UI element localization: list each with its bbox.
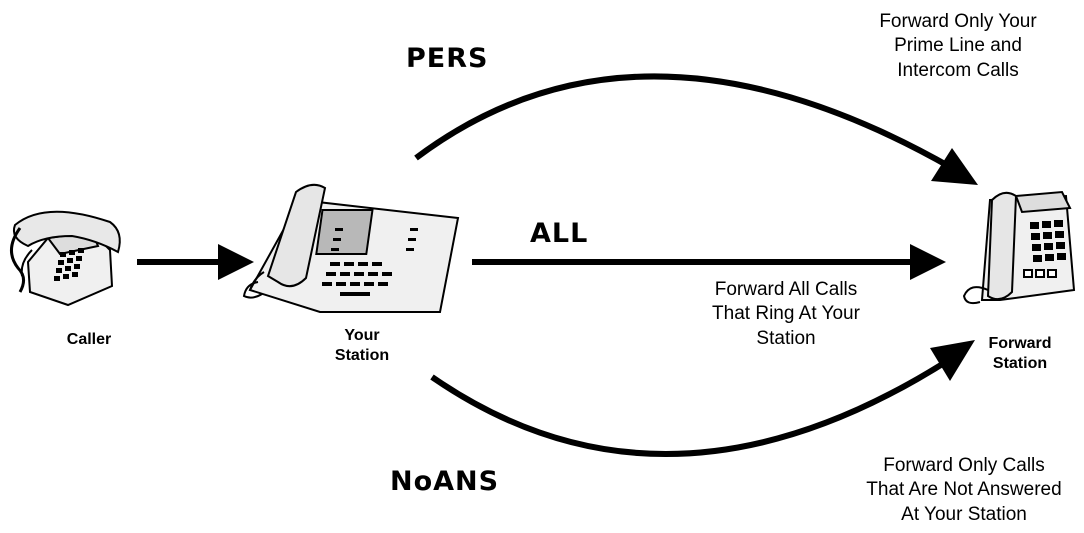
- your-station-line-1: Your: [344, 327, 380, 344]
- your-station-label: Your Station: [312, 326, 412, 367]
- all-desc-line-1: Forward All Calls: [714, 279, 858, 300]
- caller-phone-icon: [10, 210, 121, 307]
- caller-label-text: Caller: [66, 331, 112, 348]
- pers-arrow: [414, 73, 978, 185]
- forward-station-phone-icon: [962, 190, 1076, 305]
- noans-description: Forward Only Calls That Are Not Answered…: [846, 454, 1082, 527]
- forward-station-line-2: Station: [992, 355, 1048, 373]
- noans-desc-line-3: At Your Station: [901, 503, 1027, 525]
- noans-desc-line-1: Forward Only Calls: [883, 455, 1045, 476]
- pers-desc-line-2: Prime Line and: [894, 35, 1022, 57]
- your-station-line-2: Station: [334, 347, 390, 365]
- all-desc-line-2: That Ring At Your: [712, 303, 860, 325]
- pers-mode-label: PERS: [406, 43, 489, 74]
- all-arrow: [472, 244, 946, 280]
- all-desc-line-3: Station: [756, 327, 816, 349]
- caller-to-station-arrow: [137, 244, 254, 280]
- all-mode-label: ALL: [530, 218, 589, 249]
- your-station-phone-icon: [242, 183, 460, 313]
- forward-station-label: Forward Station: [970, 334, 1070, 375]
- pers-description: Forward Only Your Prime Line and Interco…: [848, 10, 1068, 83]
- pers-desc-line-1: Forward Only Your: [879, 11, 1037, 32]
- pers-desc-line-3: Intercom Calls: [897, 59, 1019, 81]
- noans-arrow: [430, 340, 975, 457]
- forward-station-line-1: Forward: [988, 335, 1052, 352]
- noans-mode-label: NoANS: [390, 466, 500, 497]
- noans-desc-line-2: That Are Not Answered: [866, 479, 1062, 501]
- caller-label: Caller: [44, 330, 134, 350]
- all-description: Forward All Calls That Ring At Your Stat…: [676, 278, 896, 351]
